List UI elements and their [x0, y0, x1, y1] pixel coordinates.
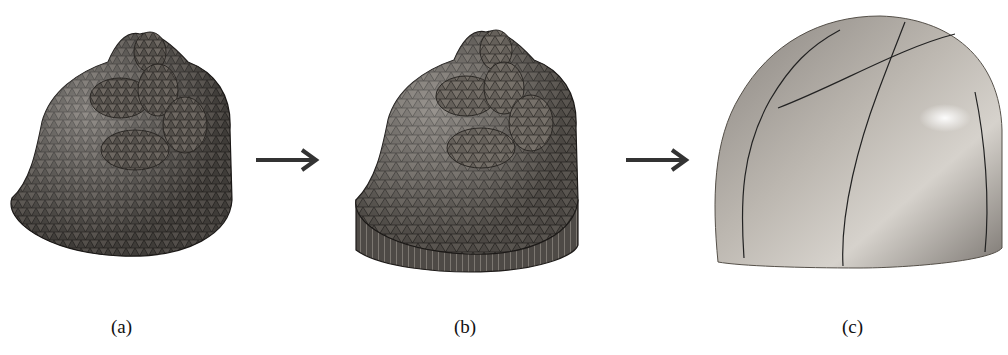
panel-label: (c) [842, 316, 863, 338]
panel-label: (b) [454, 316, 476, 338]
panel-label: (a) [111, 316, 132, 338]
